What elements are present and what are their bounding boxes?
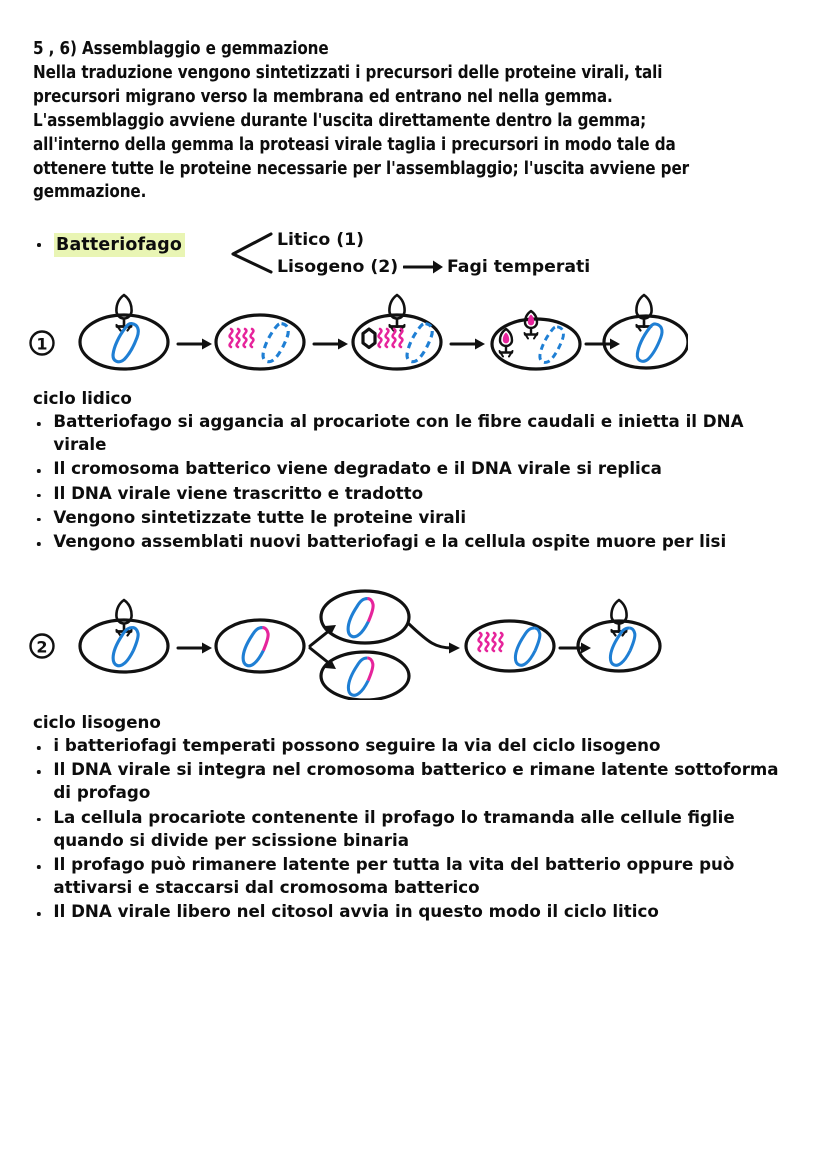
arrow-icon <box>449 338 485 350</box>
ciclo-litico-section: ciclo lidico Batteriofago si aggancia al… <box>33 388 808 554</box>
batteriofago-term: Batteriofago <box>54 233 185 257</box>
svg-text:1: 1 <box>36 335 47 354</box>
branch-arrow-icon <box>403 260 443 274</box>
branch-option-lisogeno: Lisogeno (2) <box>277 257 399 277</box>
svg-text:2: 2 <box>36 638 47 657</box>
viral-proteins-magenta <box>228 327 255 349</box>
assembled-phage-icon <box>498 327 514 358</box>
lysogenic-step-6-cell <box>576 598 662 673</box>
ciclo-litico-list: Batteriofago si aggancia al procariote c… <box>33 411 808 554</box>
intro-line-5: ottenere tutte le proteine necessarie pe… <box>33 158 690 179</box>
list-item: Il DNA virale si integra nel cromosoma b… <box>33 759 785 805</box>
lytic-step-4-cell <box>490 309 582 371</box>
list-item: Il cromosoma batterico viene degradato e… <box>33 458 785 481</box>
list-item: Il profago può rimanere latente per tutt… <box>33 854 785 900</box>
list-item: La cellula procariote contenente il prof… <box>33 807 785 853</box>
arrow-icon <box>176 642 212 654</box>
lysogenic-cycle-diagram: 2 <box>29 589 662 700</box>
list-item: Batteriofago si aggancia al procariote c… <box>33 411 785 457</box>
intro-line-4: all'interno della gemma la proteasi vira… <box>33 134 676 155</box>
branch-fork-icon <box>231 232 273 274</box>
ciclo-litico-heading: ciclo lidico <box>33 389 132 409</box>
step-marker-1: 1 <box>29 330 55 356</box>
arrow-icon <box>558 642 591 654</box>
integrated-prophage-chromosome <box>346 656 375 697</box>
intro-line-3: L'assemblaggio avviene durante l'uscita … <box>33 110 647 131</box>
arrow-icon <box>176 338 212 350</box>
lysogenic-step-1-cell <box>78 598 170 674</box>
ciclo-lisogeno-list: i batteriofagi temperati possono seguire… <box>33 735 808 925</box>
intro-line-6: gemmazione. <box>33 182 147 203</box>
intro-line-2: precursori migrano verso la membrana ed … <box>33 86 613 107</box>
viral-dna-dashed-blue <box>405 321 434 364</box>
list-item: i batteriofagi temperati possono seguire… <box>33 735 785 758</box>
viral-dna-blue <box>513 626 542 667</box>
empty-capsid-icon <box>361 327 377 350</box>
bullet-dot-icon <box>37 243 41 247</box>
lysogenic-step-5-cell <box>464 619 556 673</box>
lysogenic-daughter-cell-upper <box>319 589 411 645</box>
ciclo-lisogeno-heading: ciclo lisogeno <box>33 713 161 733</box>
branch-result-fagi-temperati: Fagi temperati <box>447 257 591 277</box>
assembled-phage-icon <box>523 309 539 340</box>
host-chromosome-blue <box>111 626 140 668</box>
ciclo-lisogeno-section: ciclo lisogeno i batteriofagi temperati … <box>33 712 808 925</box>
binary-fission-branch-arrows <box>308 625 336 669</box>
viral-proteins-magenta <box>377 327 404 349</box>
integrated-prophage-chromosome <box>241 626 270 668</box>
branch-option-litico: Litico (1) <box>277 230 365 250</box>
arrow-icon <box>584 338 620 350</box>
viral-proteins-magenta <box>477 631 504 653</box>
lysogenic-step-2-cell <box>214 618 306 674</box>
viral-dna-dashed-blue <box>538 325 565 364</box>
list-item: Vengono sintetizzate tutte le proteine v… <box>33 507 785 530</box>
arrow-icon <box>312 338 348 350</box>
lytic-step-3-cell <box>351 293 443 371</box>
curved-arrow-icon <box>407 622 460 654</box>
page-title: 5 , 6) Assemblaggio e gemmazione <box>33 39 329 59</box>
list-item: Vengono assemblati nuovi batteriofagi e … <box>33 531 785 554</box>
lysogenic-daughter-cell-lower <box>319 650 411 700</box>
lytic-cycle-diagram: 1 <box>29 293 688 371</box>
integrated-prophage-chromosome <box>346 597 375 639</box>
host-chromosome-blue <box>111 321 140 364</box>
intro-line-1: Nella traduzione vengono sintetizzati i … <box>33 62 663 83</box>
lytic-step-2-cell <box>214 313 306 371</box>
list-item: Il DNA virale libero nel citosol avvia i… <box>33 901 785 924</box>
batteriofago-branch: Batteriofago Litico (1) Lisogeno (2) Fag… <box>33 230 653 282</box>
intro-text-block: 5 , 6) Assemblaggio e gemmazione Nella t… <box>33 38 808 205</box>
list-item: Il DNA virale viene trascritto e tradott… <box>33 483 785 506</box>
lytic-step-1-cell <box>78 293 170 371</box>
step-marker-2: 2 <box>29 633 55 659</box>
viral-dna-dashed-blue <box>261 321 290 364</box>
lytic-step-5-cell <box>602 293 688 370</box>
